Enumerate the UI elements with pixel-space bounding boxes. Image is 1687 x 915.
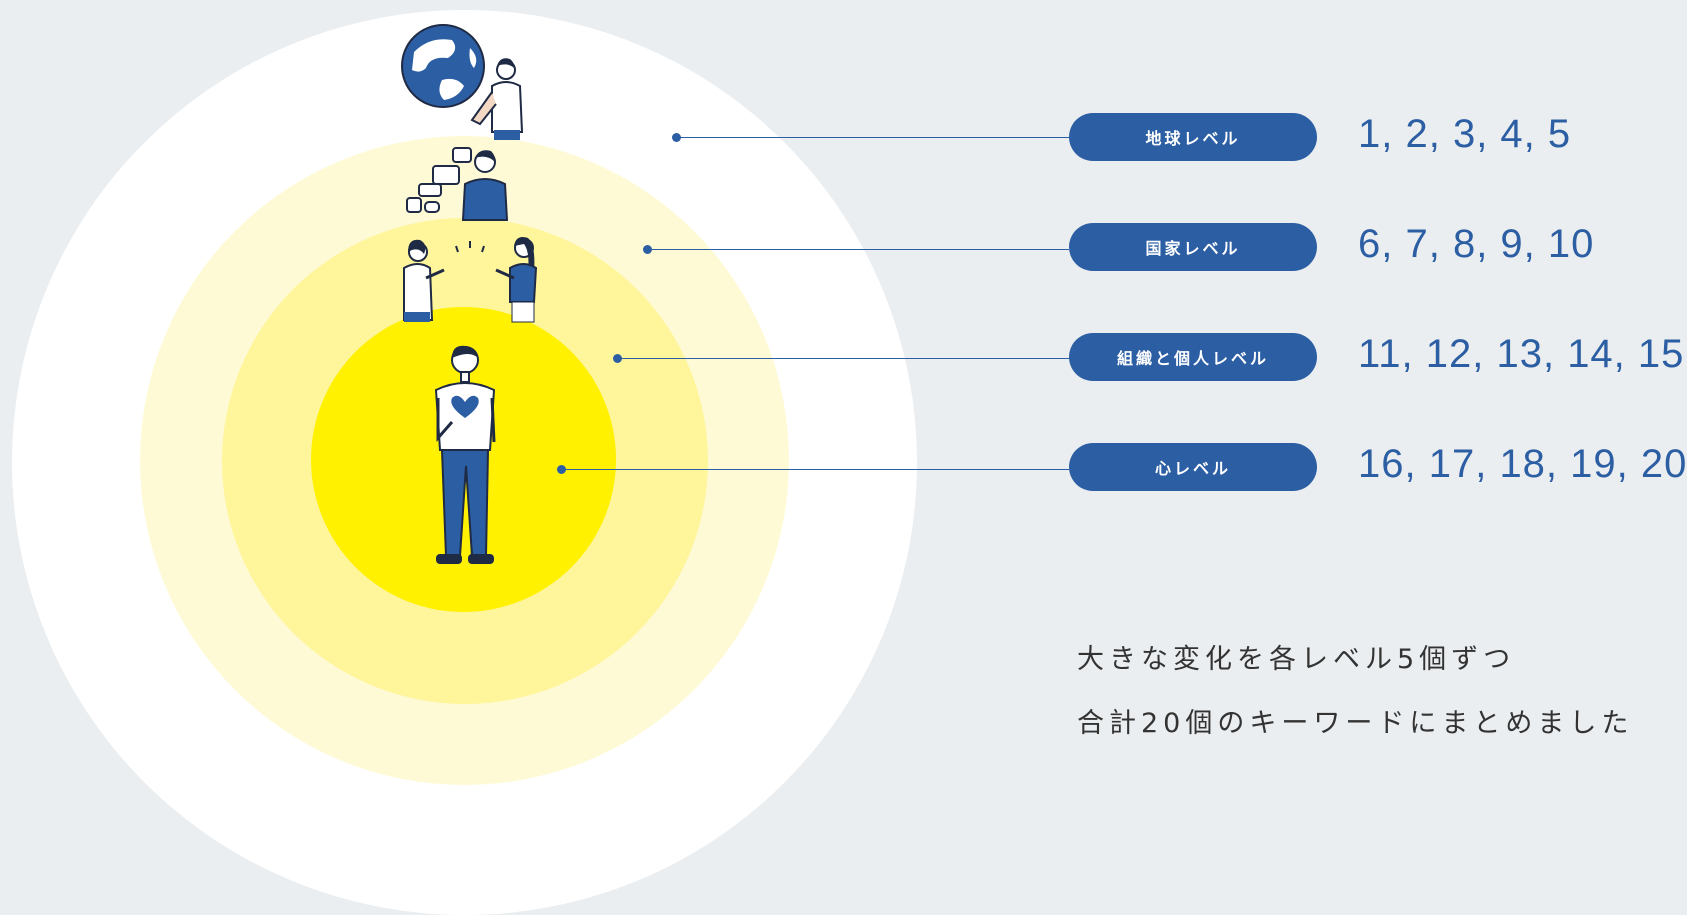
heart-level-numbers: 16, 17, 18, 19, 20 — [1358, 442, 1687, 486]
organization-level-label: 組織と個人レベル — [1069, 333, 1317, 381]
organization-level-leader-line — [618, 358, 1069, 359]
earth-level-leader-line — [677, 137, 1069, 138]
globe-person-icon — [401, 24, 524, 140]
nation-level-label: 国家レベル — [1069, 223, 1317, 271]
person-heart-icon — [434, 345, 496, 564]
earth-level-label: 地球レベル — [1069, 113, 1317, 161]
nation-level-leader-line — [648, 249, 1069, 250]
nation-level-dot — [643, 245, 652, 254]
organization-level-numbers: 11, 12, 13, 14, 15 — [1358, 332, 1685, 376]
two-people-talking-icon — [403, 237, 538, 323]
caption-line-1: 大きな変化を各レベル5個ずつ — [1077, 644, 1516, 675]
heart-level-label: 心レベル — [1069, 443, 1317, 491]
concentric-levels-diagram — [12, 10, 1069, 915]
caption-line-2: 合計20個のキーワードにまとめました — [1077, 708, 1634, 739]
speech-bubbles-person-icon — [406, 147, 509, 221]
heart-level-leader-line — [562, 469, 1069, 470]
heart-level-dot — [557, 465, 566, 474]
earth-level-dot — [672, 133, 681, 142]
organization-level-dot — [613, 354, 622, 363]
nation-level-numbers: 6, 7, 8, 9, 10 — [1358, 222, 1595, 266]
earth-level-numbers: 1, 2, 3, 4, 5 — [1358, 112, 1572, 156]
